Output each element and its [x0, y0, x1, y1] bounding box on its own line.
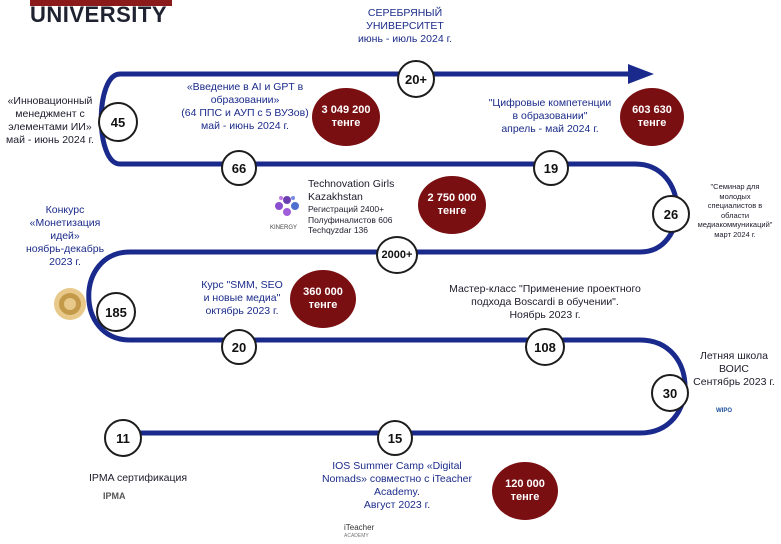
digital-line-1: "Цифровые компетенции — [488, 97, 612, 109]
ios-line-2: Nomads» совместно с iTeacher — [321, 473, 473, 485]
node-masterclass: 108 — [525, 328, 565, 366]
ai-gpt-line-3: (64 ППС и АУП с 5 ВУЗов) — [181, 107, 309, 119]
masterclass-date: Ноябрь 2023 г. — [509, 309, 581, 321]
kinergy-brand: KINERGY — [270, 225, 298, 231]
money-ai-gpt-currency: тенге — [331, 117, 361, 129]
serebryany-title-2: УНИВЕРСИТЕТ — [366, 20, 444, 32]
innovation-date: май - июнь 2024 г. — [6, 134, 94, 146]
smm-date: октябрь 2023 г. — [205, 305, 279, 317]
iteacher-academy-brand: ACADEMY — [344, 533, 369, 539]
money-smm: 360 000 тенге — [290, 270, 356, 328]
ai-gpt-date: май - июнь 2024 г. — [201, 120, 289, 132]
logo-bar — [30, 0, 172, 6]
money-ios-amount: 120 000 — [505, 478, 545, 490]
monetization-date-2: 2023 г. — [49, 256, 81, 268]
wipo-line-1: Летняя школа — [700, 350, 768, 362]
ios-label: IOS Summer Camp «Digital Nomads» совмест… — [312, 460, 482, 512]
wipo-line-2: ВОИС — [719, 363, 749, 375]
technovation-line-1: Technovation Girls — [308, 178, 395, 190]
smm-line-1: Курс "SMM, SEO — [201, 279, 283, 291]
serebryany-title-1: СЕРЕБРЯНЫЙ — [367, 7, 443, 19]
money-digital-amount: 603 630 — [632, 104, 672, 116]
node-monetization: 185 — [96, 292, 136, 332]
money-technovation: 2 750 000 тенге — [418, 176, 486, 234]
masterclass-line-1: Мастер-класс "Применение проектного — [449, 283, 641, 295]
ipma-label: IPMA сертификация — [88, 472, 188, 484]
innovation-line-3: элементами ИИ» — [8, 121, 92, 133]
monetization-label: Конкурс «Монетизация идей» ноябрь-декабр… — [15, 204, 115, 269]
seminar-line-1: "Семинар для — [710, 182, 760, 191]
technovation-stat-3: Techqyzdar 136 — [308, 225, 369, 235]
money-digital-currency: тенге — [637, 117, 667, 129]
wipo-label: Летняя школа ВОИС Сентябрь 2023 г. — [688, 350, 780, 389]
ios-line-3: Academy. — [374, 486, 420, 498]
technovation-stat-2: Полуфиналистов 606 — [308, 214, 393, 225]
seminar-date: март 2024 г. — [714, 229, 756, 239]
digital-date: апрель - май 2024 г. — [501, 123, 599, 135]
node-wipo: 30 — [651, 374, 689, 412]
seminar-line-2: молодых — [719, 191, 751, 201]
money-technovation-amount: 2 750 000 — [427, 192, 477, 204]
technovation-line-2: Kazakhstan — [308, 191, 363, 203]
node-ipma: 11 — [104, 419, 142, 457]
node-technovation: 2000+ — [376, 236, 418, 274]
technovation-stat-1: Регистраций 2400+ — [308, 204, 385, 214]
university-logo: UNIVERSITY — [30, 2, 168, 27]
money-ios-currency: тенге — [510, 491, 540, 503]
node-digital: 19 — [533, 150, 569, 186]
monetization-line-1: Конкурс — [45, 204, 85, 216]
money-digital: 603 630 тенге — [620, 88, 684, 146]
seminar-label: "Семинар для молодых специалистов в обла… — [690, 182, 780, 239]
node-innovation: 45 — [98, 102, 138, 142]
seminar-line-5: медиакоммуникаций" — [697, 220, 773, 229]
digital-line-2: в образовании" — [512, 110, 588, 122]
innovation-line-1: «Инновационный — [7, 95, 93, 107]
snake-track-line — [86, 71, 688, 436]
ios-line-1: IOS Summer Camp «Digital — [332, 460, 462, 472]
smm-line-2: и новые медиа" — [203, 292, 281, 304]
serebryany-date: июнь - июль 2024 г. — [357, 33, 453, 45]
iteacher-brand: iTeacher — [344, 523, 375, 532]
monetization-badge-icon — [54, 288, 86, 320]
node-serebryany: 20+ — [397, 60, 435, 98]
innovation-line-2: менеджмент с — [15, 108, 85, 120]
kinergy-logo-icon — [275, 196, 299, 216]
node-ai-gpt: 66 — [221, 150, 257, 186]
digital-label: "Цифровые компетенции в образовании" апр… — [475, 97, 625, 136]
ipma-brand: IPMA — [103, 491, 126, 501]
seminar-line-4: области — [720, 210, 750, 220]
seminar-line-3: специалистов в — [707, 201, 763, 210]
serebryany-label: СЕРЕБРЯНЫЙ УНИВЕРСИТЕТ июнь - июль 2024 … — [340, 7, 470, 46]
masterclass-label: Мастер-класс "Применение проектного подх… — [430, 283, 660, 322]
money-smm-amount: 360 000 — [303, 286, 343, 298]
wipo-date: Сентябрь 2023 г. — [693, 376, 775, 388]
smm-label: Курс "SMM, SEO и новые медиа" октябрь 20… — [182, 279, 302, 318]
ai-gpt-line-1: «Введение в AI и GPT в — [186, 81, 304, 93]
monetization-line-3: идей» — [50, 230, 80, 242]
technovation-label: Technovation Girls Kazakhstan Регистраци… — [308, 178, 418, 236]
node-smm: 20 — [221, 329, 257, 365]
innovation-label: «Инновационный менеджмент с элементами И… — [0, 95, 100, 147]
ai-gpt-line-2: образовании» — [210, 94, 280, 106]
ai-gpt-label: «Введение в AI и GPT в образовании» (64 … — [170, 81, 320, 133]
node-seminar: 26 — [652, 195, 690, 233]
monetization-line-2: «Монетизация — [29, 217, 101, 229]
money-ai-gpt-amount: 3 049 200 — [321, 104, 371, 116]
money-ai-gpt: 3 049 200 тенге — [312, 88, 380, 146]
money-technovation-currency: тенге — [437, 205, 467, 217]
monetization-date-1: ноябрь-декабрь — [25, 243, 105, 255]
arrow-head-icon — [628, 64, 654, 84]
money-smm-currency: тенге — [308, 299, 338, 311]
node-ios: 15 — [377, 420, 413, 456]
ios-date: Август 2023 г. — [363, 499, 431, 511]
wipo-brand: WIPO — [716, 408, 732, 414]
masterclass-line-2: подхода Boscardi в обучении". — [471, 296, 619, 308]
money-ios: 120 000 тенге — [492, 462, 558, 520]
